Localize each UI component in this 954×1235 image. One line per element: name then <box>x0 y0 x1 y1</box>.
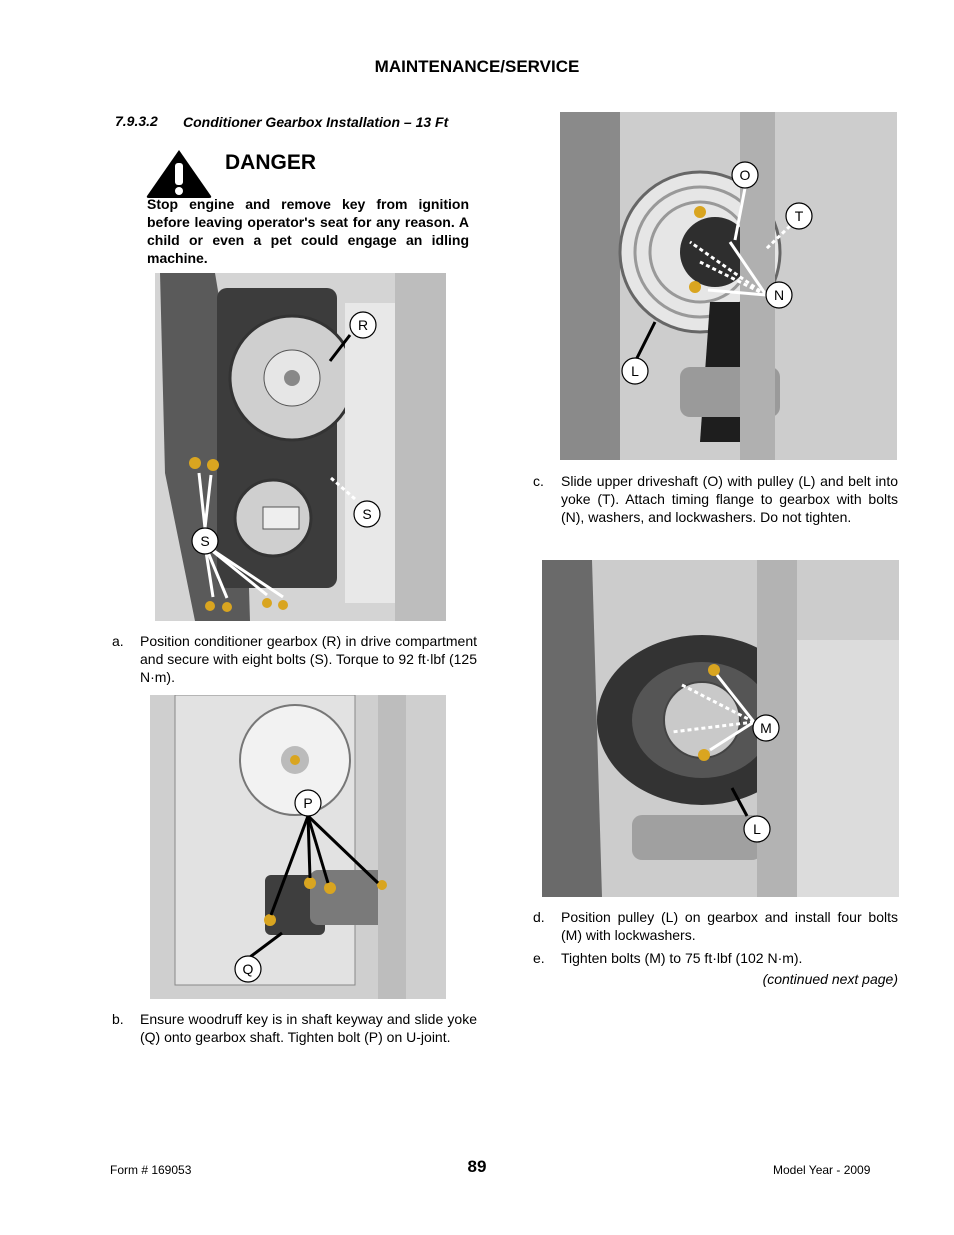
step-a-label: a. <box>112 633 124 649</box>
danger-text: Stop engine and remove key from ignition… <box>147 196 469 266</box>
callout-r: R <box>358 317 368 333</box>
step-c-label: c. <box>533 473 544 489</box>
danger-title: DANGER <box>225 151 317 174</box>
callout-q: Q <box>243 961 254 977</box>
figure-yoke-q: P Q <box>150 695 446 999</box>
step-b-label: b. <box>112 1011 124 1027</box>
step-e: e. Tighten bolts (M) to 75 ft·lbf (102 N… <box>533 949 898 969</box>
figure-driveshaft-o: O T N L <box>560 112 897 460</box>
step-a-text: Position conditioner gearbox (R) in driv… <box>140 633 477 685</box>
step-d-label: d. <box>533 909 545 925</box>
footer-form-number: Form # 169053 <box>110 1163 192 1177</box>
section-number: 7.9.3.2 <box>115 113 158 129</box>
callout-n: N <box>774 287 784 303</box>
step-d-text: Position pulley (L) on gearbox and insta… <box>561 909 898 943</box>
figure-gearbox-r: R S S <box>155 273 446 621</box>
figure-pulley-l: M L <box>542 560 899 897</box>
warning-triangle-icon <box>146 150 212 198</box>
callout-m: M <box>760 720 772 736</box>
step-c-text: Slide upper driveshaft (O) with pulley (… <box>561 473 898 525</box>
step-b-text: Ensure woodruff key is in shaft keyway a… <box>140 1011 477 1045</box>
step-c: c. Slide upper driveshaft (O) with pulle… <box>533 472 898 546</box>
page-number: 89 <box>467 1157 487 1176</box>
continued-note: (continued next page) <box>762 971 898 987</box>
callout-s: S <box>362 506 371 522</box>
callout-t: T <box>795 208 804 224</box>
section-title: Conditioner Gearbox Installation – 13 Ft <box>183 114 449 130</box>
step-e-text: Tighten bolts (M) to 75 ft·lbf (102 N·m)… <box>561 950 803 966</box>
step-e-label: e. <box>533 950 545 966</box>
callout-p: P <box>303 795 312 811</box>
callout-o: O <box>740 167 751 183</box>
step-b: b. Ensure woodruff key is in shaft keywa… <box>112 1010 477 1066</box>
step-d: d. Position pulley (L) on gearbox and in… <box>533 908 898 946</box>
step-a: a. Position conditioner gearbox (R) in d… <box>112 632 477 688</box>
callout-l-2: L <box>753 821 761 837</box>
page-header: MAINTENANCE/SERVICE <box>374 57 580 76</box>
footer-model-year: Model Year - 2009 <box>773 1163 871 1177</box>
callout-l: L <box>631 363 639 379</box>
callout-s-2: S <box>200 533 209 549</box>
